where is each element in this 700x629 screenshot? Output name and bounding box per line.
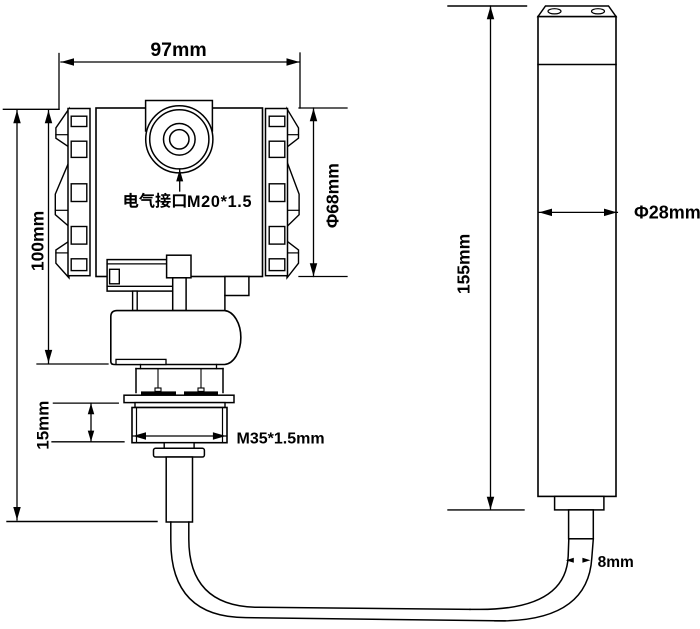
svg-text:Φ68mm: Φ68mm xyxy=(323,163,343,228)
svg-text:M35*1.5mm: M35*1.5mm xyxy=(237,431,325,448)
svg-text:97mm: 97mm xyxy=(150,39,206,61)
svg-text:Φ28mm: Φ28mm xyxy=(634,203,700,223)
svg-text:100mm: 100mm xyxy=(28,211,48,271)
svg-text:8mm: 8mm xyxy=(598,554,634,571)
svg-text:155mm: 155mm xyxy=(453,234,473,294)
svg-text:M20*1.5: M20*1.5 xyxy=(187,193,252,211)
svg-text:15mm: 15mm xyxy=(34,401,53,450)
